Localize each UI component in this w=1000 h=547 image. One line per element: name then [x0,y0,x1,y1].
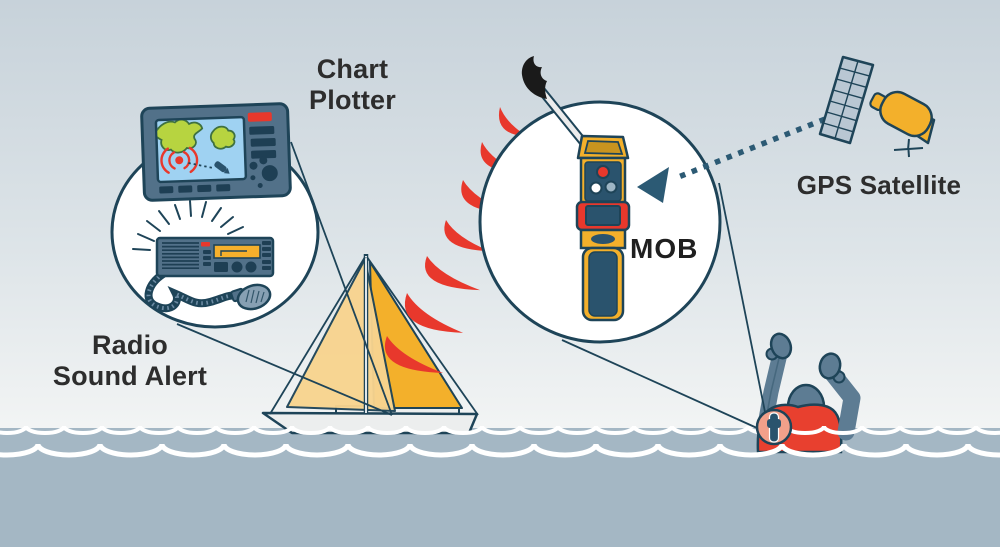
boat-marker [214,161,230,174]
radio-speaker-grille [162,242,199,270]
beacon-screen [585,205,621,226]
wave-row-large [0,443,1000,458]
label-chart-plotter: Chart Plotter [270,54,435,115]
label-gps-satellite: GPS Satellite [796,170,962,200]
plotted-track-dotted [188,162,214,169]
ocean-waves [0,425,1000,458]
label-radio-sound-alert: Radio Sound Alert [25,330,235,391]
mob-beacon [521,56,631,322]
left-mitten [769,332,793,360]
radio-distress-button [201,242,210,247]
label-radio-line2: Sound Alert [52,360,208,391]
coiled-cord [144,270,242,313]
label-radio-line1: Radio [91,330,168,360]
sound-alert-rays [132,200,244,251]
mob-position-marker [160,146,199,174]
red-signal-arcs [384,107,529,373]
map-land-small [209,125,236,150]
solar-panel-grid [823,60,870,139]
arrowhead [637,167,669,203]
label-mob: MOB [630,233,699,264]
person-right-arm [818,352,861,441]
ocean-water [0,428,1000,547]
right-mitten [818,352,842,380]
antenna-tip [521,56,547,99]
satellite-signal-arrow [637,107,850,203]
radio-side-buttons [262,241,271,270]
label-chart-plotter-line2: Plotter [309,84,396,115]
vest-beacon-callout [755,408,793,446]
beacon-white-button [589,181,603,195]
wave-row-small [0,425,1000,435]
satellite-antenna [893,138,924,158]
beacon-gray-button [604,180,618,194]
beacon-waist-oval [591,234,615,244]
chart-plotter-device [140,102,292,202]
beacon-grip [588,251,618,317]
satellite-body [879,90,933,138]
gps-satellite [818,55,936,158]
backstay-line [366,256,479,416]
left-leader-lines [176,141,393,416]
label-chart-plotter-line1: Chart [316,54,389,84]
center-leader-lines [561,182,766,429]
beacon-head-opening [583,140,624,155]
radio-knob [245,261,257,273]
vhf-radio [144,236,275,313]
radio-microphone [230,283,272,311]
plotter-buttons [159,112,278,194]
radio-knob [231,261,243,273]
forestay-line [269,256,366,415]
beacon-red-button [596,165,610,179]
